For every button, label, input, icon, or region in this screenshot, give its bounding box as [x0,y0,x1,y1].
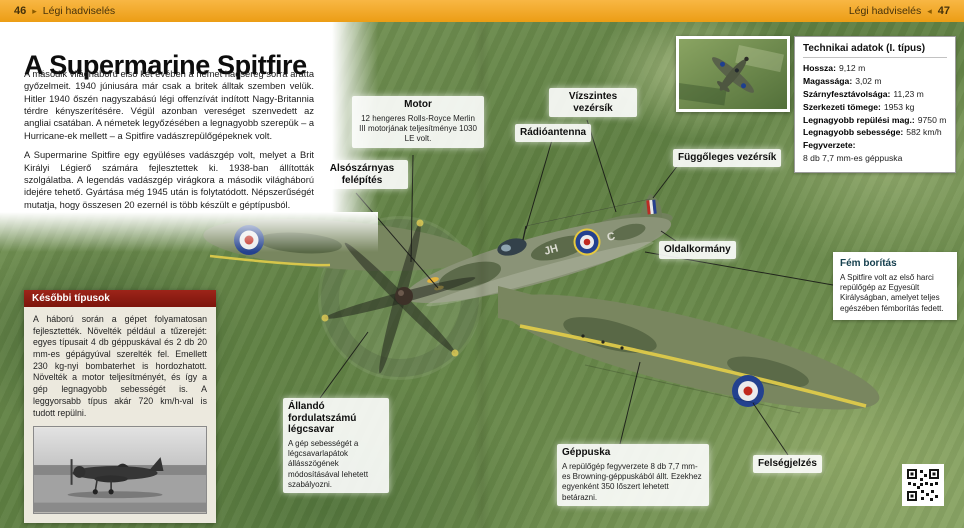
callout-machine-gun-title: Géppuska [562,447,611,458]
callout-radio-antenna-title: Rádióantenna [520,127,587,138]
spec-value: 582 km/h [906,127,942,138]
spec-row-weight: Szerkezeti tömege:1953 kg [803,101,947,114]
callout-insignia-title: Felségjelzés [758,458,817,469]
callout-propeller-title: Állandó fordulatszámú légcsavar [288,401,357,435]
later-types-box: Későbbi típusok A háború során a gépet f… [24,290,216,524]
spec-label: Fegyverzete: [803,140,856,151]
callout-motor-title: Motor [404,99,432,110]
bw-plane-silhouette [67,457,164,499]
page-title: A Supermarine Spitfire [24,50,307,81]
callout-metal-skin-title: Fém borítás [840,258,897,269]
spec-row-ceiling: Legnagyobb repülési mag.:9750 m [803,114,947,127]
right-section-title: Légi hadviselés [848,5,922,17]
spec-label: Szárnyfesztávolsága: [803,88,891,99]
header-right: Légi hadviselés ◂ 47 [849,5,950,17]
intro-paragraph-1: A második világháború első két évében a … [24,69,314,141]
callout-propeller-body: A gép sebességét a légcsavarlapátok állá… [288,438,369,490]
callout-lower-wing-title: Alsószárnyas felépítés [329,163,395,186]
left-page-number: 46 [14,5,27,17]
callout-rudder-title: Oldalkormány [664,244,731,255]
qr-code [904,466,942,504]
spec-label: Hossza: [803,63,836,73]
callout-vertical-tail-title: Függőleges vezérsík [678,152,777,163]
callout-motor-body: 12 hengeres Rolls-Royce Merlin III motor… [359,113,477,144]
left-section-title: Légi hadviselés [42,5,116,17]
mini-spitfire [712,56,754,93]
spec-row-wingspan: Szárnyfesztávolsága:11,23 m [803,88,947,101]
callout-machine-gun: Géppuska A repülőgép fegyverzete 8 db 7,… [557,444,709,507]
page-header: 46 ▸ Légi hadviselés Légi hadviselés ◂ 4… [0,0,964,22]
spec-value: 9,12 m [838,63,866,73]
spec-label: Szerkezeti tömege: [803,101,881,112]
spec-value: 11,23 m [893,88,924,99]
spec-row-height: Magassága:3,02 m [803,75,947,88]
intro-paragraph-2: A Supermarine Spitfire egy együléses vad… [24,150,314,210]
callout-metal-skin: Fém borítás A Spitfire volt az első harc… [833,252,957,321]
intro-panel [0,22,332,212]
technical-data-title: Technikai adatok (I. típus) [803,43,947,58]
callout-radio-antenna: Rádióantenna [515,124,592,142]
intro-fade-bottom [0,212,378,252]
spec-value: 9750 m [917,114,947,125]
bw-spitfire-photo [33,426,207,515]
callout-lower-wing: Alsószárnyas felépítés [316,160,408,189]
callout-propeller: Állandó fordulatszámú légcsavar A gép se… [283,398,389,494]
callout-motor: Motor 12 hengeres Rolls-Royce Merlin III… [352,96,484,148]
callout-horizontal-tail: Vízszintes vezérsík [549,88,637,117]
spec-label: Legnagyobb repülési mag.: [803,114,915,125]
header-left: 46 ▸ Légi hadviselés [14,5,115,17]
spec-value: 3,02 m [855,75,882,86]
intro-text: A második világháború első két évében a … [24,68,314,218]
later-types-body: A háború során a gépet folyamatosan fejl… [33,314,207,418]
top-view-photo [676,36,790,112]
technical-data-box: Technikai adatok (I. típus) Hossza:9,12 … [794,36,956,174]
callout-horizontal-tail-title: Vízszintes vezérsík [568,91,618,114]
spec-value: 1953 kg [883,101,915,112]
right-page-number: 47 [937,5,950,17]
spec-value: 8 db 7,7 mm-es géppuska [803,153,903,164]
spec-row-armament: Fegyverzete: 8 db 7,7 mm-es géppuska [803,139,947,165]
arrow-left-icon: ◂ [927,5,932,16]
callout-rudder: Oldalkormány [659,241,736,259]
callout-metal-skin-body: A Spitfire volt az első harci repülőgép … [840,272,944,313]
spec-label: Legnagyobb sebessége: [803,127,904,138]
spec-row-speed: Legnagyobb sebessége:582 km/h [803,126,947,139]
later-types-title: Későbbi típusok [24,290,216,307]
spec-row-length: Hossza:9,12 m [803,62,947,75]
arrow-right-icon: ▸ [32,5,37,16]
callout-machine-gun-body: A repülőgép fegyverzete 8 db 7,7 mm-es B… [562,461,702,502]
spec-label: Magassága: [803,75,853,86]
callout-insignia: Felségjelzés [753,455,822,473]
callout-vertical-tail: Függőleges vezérsík [673,149,782,167]
